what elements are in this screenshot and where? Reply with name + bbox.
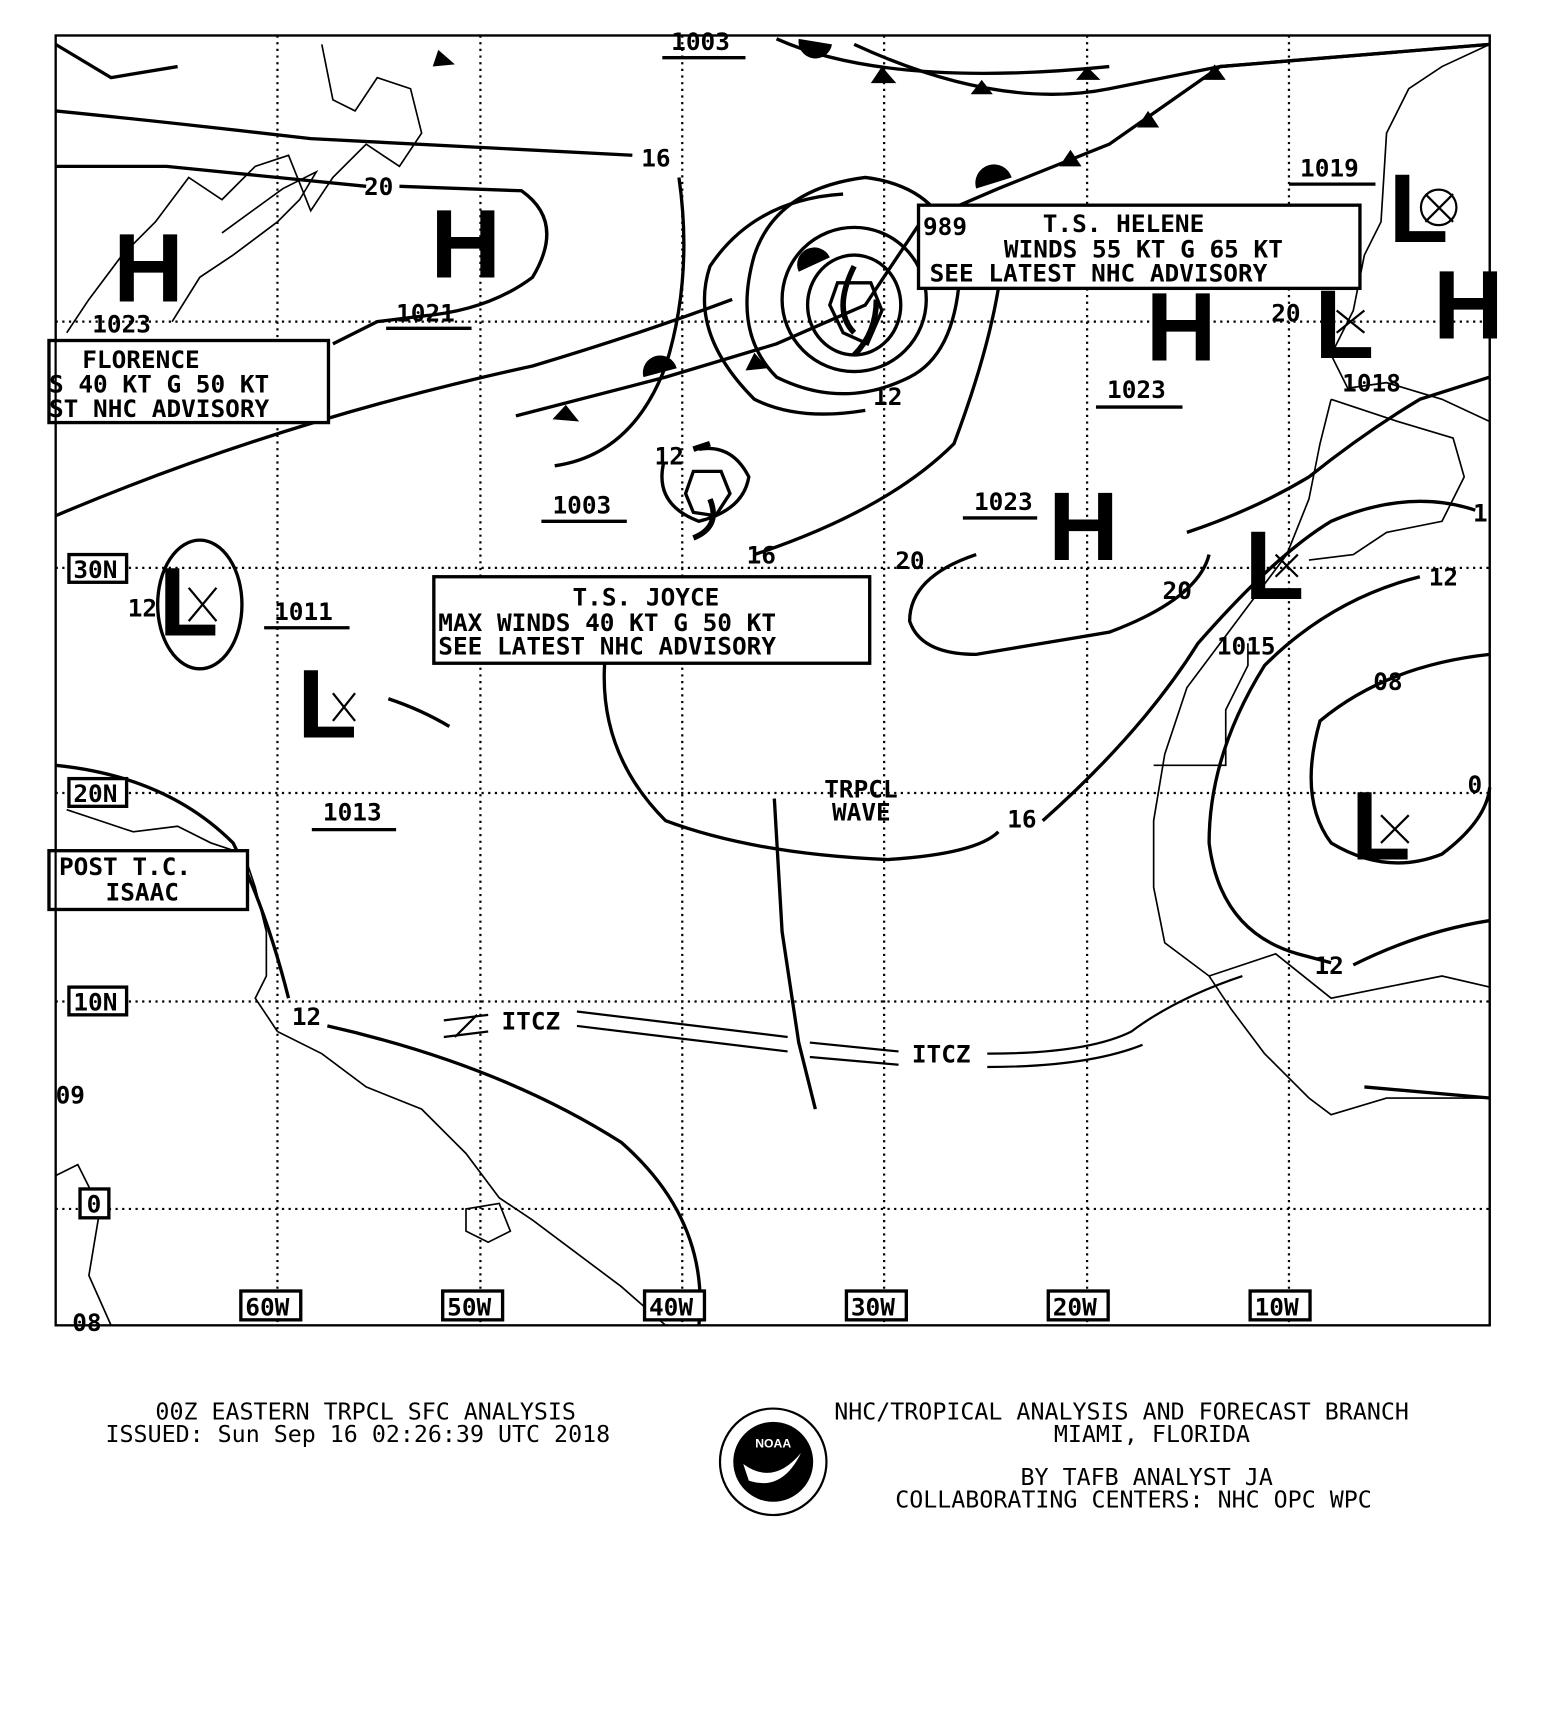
itcz-label: ITCZ — [912, 1040, 971, 1069]
isobar-label: 20 — [1271, 299, 1300, 328]
noaa-logo: NOAA — [718, 1407, 828, 1517]
helene-advisory-box: 989 T.S. HELENE WINDS 55 KT G 65 KT SEE … — [916, 203, 1362, 291]
low-pressure-center: L — [1351, 772, 1411, 881]
lat-label: 20N — [73, 779, 117, 808]
isobar-label: 1 — [1473, 498, 1488, 527]
joyce-advisory-box: T.S. JOYCE MAX WINDS 40 KT G 50 KT SEE L… — [432, 575, 872, 665]
isobar-label: 20 — [895, 546, 924, 575]
chart-footer: 00Z EASTERN TRPCL SFC ANALYSIS ISSUED: S… — [106, 1399, 1409, 1517]
pressure-value: 1023 — [1107, 375, 1166, 404]
latitude-labels: 30N 20N 10N — [67, 552, 129, 1017]
high-pressure-center: H — [113, 214, 183, 323]
high-pressure-center: H — [1048, 472, 1118, 581]
florence-advisory-box: FLORENCE S 40 KT G 50 KT ST NHC ADVISORY — [47, 338, 331, 425]
tropical-storm-symbol-joyce — [683, 441, 732, 541]
collaborating-centers: COLLABORATING CENTERS: NHC OPC WPC — [895, 1486, 1372, 1513]
high-pressure-center: H — [1433, 250, 1503, 359]
isobar-label: 12 — [655, 442, 684, 471]
lon-label: 20W — [1053, 1292, 1097, 1321]
isobars — [54, 42, 1492, 1326]
isobar-label: 20 — [364, 172, 393, 201]
isobar-labels: 16 20 12 12 16 20 20 12 08 0 16 12 12 09… — [56, 143, 1488, 1337]
isobar-label: 09 — [56, 1081, 85, 1110]
pressure-value: 1003 — [553, 491, 612, 520]
storm-advisory: SEE LATEST NHC ADVISORY — [930, 259, 1268, 288]
itcz-label: ITCZ — [501, 1006, 560, 1035]
pressure-value: 1023 — [974, 487, 1033, 516]
pressure-value: 1003 — [671, 27, 730, 56]
isobar-label: 12 — [873, 382, 902, 411]
location: MIAMI, FLORIDA — [1054, 1421, 1250, 1448]
wave-label: WAVE — [832, 798, 891, 827]
logo-text: NOAA — [755, 1436, 791, 1450]
lat-label: 30N — [73, 555, 117, 584]
pressure-value: 1018 — [1342, 369, 1401, 398]
tropical-storm-symbol-helene — [827, 264, 884, 357]
storm-winds: S 40 KT G 50 KT — [49, 370, 269, 399]
storm-name: ISAAC — [106, 878, 179, 907]
storm-name: T.S. HELENE — [1043, 209, 1205, 238]
isobar-label: 16 — [641, 143, 670, 172]
lon-label: 10W — [1255, 1292, 1299, 1321]
tropical-wave-label: TRPCL WAVE — [824, 774, 897, 826]
lon-label: 40W — [649, 1292, 693, 1321]
isobar-label: 0 — [1468, 770, 1483, 799]
pressure-value: 1021 — [396, 299, 455, 328]
isobar-label: 12 — [1314, 951, 1343, 980]
storm-name: POST T.C. — [59, 852, 191, 881]
pressure-value: 1023 — [92, 310, 151, 339]
low-pressure-center: L — [297, 650, 357, 759]
isobar-label: 08 — [72, 1308, 101, 1337]
pressure-value: 1013 — [323, 798, 382, 827]
map-panel: 30N 20N 10N 60W 50W 40W 30W 20W 10W 1003… — [47, 27, 1504, 1337]
isobar-label: 16 — [1007, 804, 1036, 833]
storm-pressure: 989 — [923, 212, 967, 241]
chart-title: 00Z EASTERN TRPCL SFC ANALYSIS — [155, 1399, 576, 1426]
tropical-wave-axis — [772, 798, 817, 1110]
low-pressure-center: L — [1245, 511, 1305, 620]
storm-advisory: SEE LATEST NHC ADVISORY — [438, 631, 776, 660]
pressure-value: 1019 — [1300, 153, 1359, 182]
storm-name: FLORENCE — [82, 345, 199, 374]
high-pressure-center: H — [431, 189, 501, 298]
storm-name: T.S. JOYCE — [572, 583, 719, 612]
low-pressure-center: L — [159, 548, 219, 657]
high-pressure-center: H — [1146, 272, 1216, 381]
lon-label: 50W — [447, 1292, 491, 1321]
pressure-systems: H H H H H L L L L L L — [113, 154, 1503, 881]
isobar-label: 20 — [1163, 576, 1192, 605]
low-pressure-center: L — [1389, 154, 1449, 263]
pressure-value: 1015 — [1217, 631, 1276, 660]
isaac-box: POST T.C. ISAAC — [47, 849, 250, 912]
lon-label: 30W — [851, 1292, 895, 1321]
longitude-labels: 60W 50W 40W 30W 20W 10W — [239, 1289, 1312, 1322]
isobar-label: 08 — [1373, 667, 1402, 696]
storm-winds: MAX WINDS 40 KT G 50 KT — [438, 608, 776, 637]
isobar-label: 12 — [292, 1002, 321, 1031]
wave-label: TRPCL — [824, 774, 897, 803]
organization: NHC/TROPICAL ANALYSIS AND FORECAST BRANC… — [834, 1399, 1409, 1426]
isobar-label: 16 — [747, 540, 776, 569]
lat-label: 10N — [73, 987, 117, 1016]
pressure-center-values: 1003 1021 1023 1019 1018 1023 1003 1023 … — [92, 27, 1401, 832]
coastlines — [55, 43, 1491, 1327]
isobar-label: 12 — [128, 594, 157, 623]
storm-winds: WINDS 55 KT G 65 KT — [1004, 234, 1283, 263]
low-center-marks — [187, 188, 1458, 844]
isobar-label: 0 — [87, 1189, 102, 1218]
issued-time: ISSUED: Sun Sep 16 02:26:39 UTC 2018 — [106, 1421, 611, 1448]
pressure-value: 1011 — [274, 597, 333, 626]
itcz-band — [443, 974, 1243, 1069]
lon-label: 60W — [245, 1292, 289, 1321]
analyst: BY TAFB ANALYST JA — [1021, 1464, 1273, 1491]
storm-advisory: ST NHC ADVISORY — [49, 394, 270, 423]
isobar-label: 12 — [1429, 563, 1458, 592]
